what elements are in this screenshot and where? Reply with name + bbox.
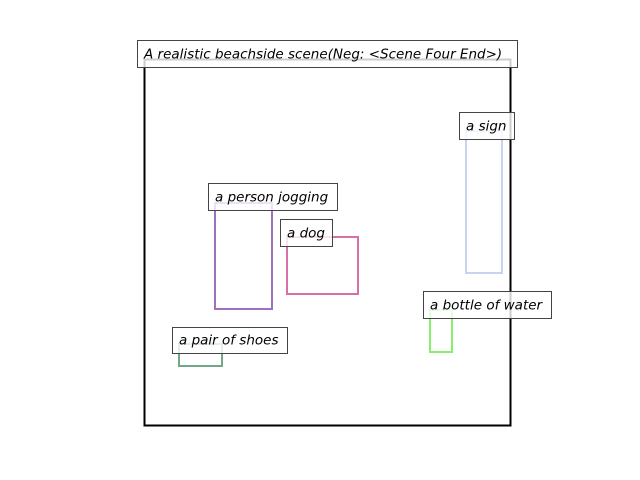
scene-title: A realistic beachside scene(Neg: <Scene …: [143, 47, 502, 63]
box-bottle-of-water-label: a bottle of water: [430, 298, 544, 314]
box-person-jogging: a person jogging: [208, 183, 338, 310]
box-person-jogging-outline: [214, 202, 273, 310]
box-pair-of-shoes-label-bg: [172, 327, 288, 354]
box-sign: a sign: [459, 112, 515, 274]
scene-title-bg: [137, 40, 518, 68]
box-person-jogging-label: a person jogging: [215, 190, 329, 206]
box-dog: a dog: [280, 219, 359, 295]
box-pair-of-shoes: a pair of shoes: [172, 327, 288, 367]
box-dog-label: a dog: [287, 226, 325, 242]
scene-title-box: A realistic beachside scene(Neg: <Scene …: [137, 40, 518, 68]
box-sign-outline: [465, 130, 503, 274]
box-dog-label-bg: [280, 219, 333, 247]
box-sign-label-bg: [459, 112, 515, 140]
box-pair-of-shoes-label: a pair of shoes: [179, 333, 279, 349]
box-person-jogging-label-bg: [208, 183, 338, 211]
box-sign-label: a sign: [466, 119, 506, 135]
box-bottle-of-water-label-bg: [423, 291, 552, 319]
box-bottle-of-water: a bottle of water: [423, 291, 552, 353]
